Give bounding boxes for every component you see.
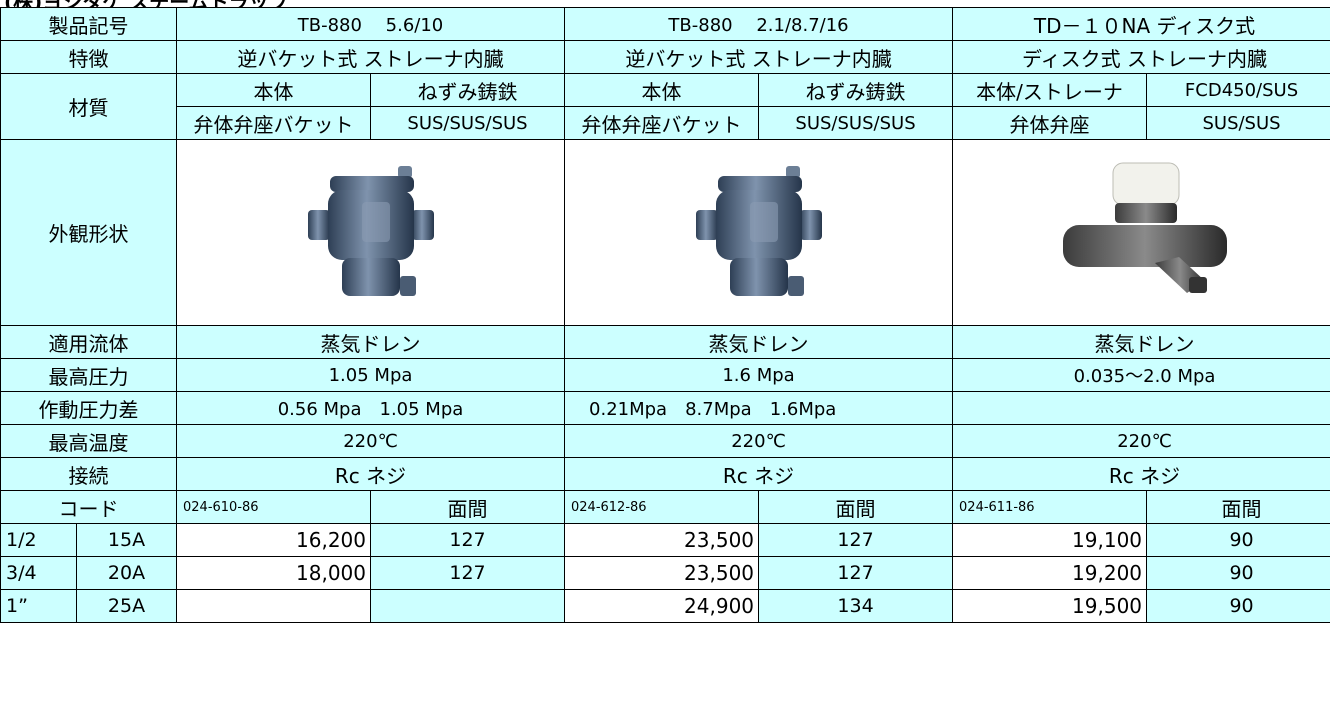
max-pressure-1: 1.05 Mpa (175, 358, 566, 392)
size-mm: 15A (76, 523, 177, 557)
row-model: 製品記号 TB-880 5.6/10 TB-880 2.1/8.7/16 TD－… (0, 7, 1330, 41)
label-appearance: 外観形状 (0, 139, 177, 326)
mat1-key-1: 本体 (176, 73, 371, 107)
label-fluid: 適用流体 (0, 325, 177, 359)
product-photo-cell-1 (175, 139, 566, 326)
row-code: コード 024-610-86 面間 024-612-86 面間 024-611-… (0, 490, 1330, 524)
price-cell: 18,000 (176, 556, 371, 590)
mat2-key-3: 弁体弁座 (952, 106, 1148, 140)
row-connection: 接続 Rc ネジ Rc ネジ Rc ネジ (0, 457, 1330, 491)
connection-1: Rc ネジ (175, 457, 566, 491)
max-pressure-3: 0.035～2.0 Mpa (952, 358, 1330, 392)
face-cell (369, 589, 566, 623)
face-cell: 127 (369, 523, 566, 557)
steam-trap-spec-table: 製品記号 TB-880 5.6/10 TB-880 2.1/8.7/16 TD－… (0, 7, 1330, 623)
face-header-3: 面間 (1146, 490, 1330, 524)
diff-pressure-1: 0.56 Mpa 1.05 Mpa (175, 391, 566, 425)
fluid-1: 蒸気ドレン (175, 325, 566, 359)
size-mm: 25A (76, 589, 177, 623)
max-temp-1: 220℃ (175, 424, 566, 458)
mat2-key-1: 弁体弁座バケット (176, 106, 371, 140)
mat2-val-2: SUS/SUS/SUS (758, 106, 954, 140)
price-cell: 19,500 (952, 589, 1148, 623)
price-cell (176, 589, 371, 623)
face-cell: 127 (369, 556, 566, 590)
label-max-temp: 最高温度 (0, 424, 177, 458)
size-inch: 3/4 (0, 556, 77, 590)
face-cell: 90 (1146, 589, 1330, 623)
row-material-2: 弁体弁座バケット SUS/SUS/SUS 弁体弁座バケット SUS/SUS/SU… (1, 106, 1330, 140)
size-inch: 1/2 (0, 523, 77, 557)
label-material: 材質 (0, 73, 177, 140)
size-inch: 1” (0, 589, 77, 623)
label-diff-pressure: 作動圧力差 (0, 391, 177, 425)
model-2: TB-880 2.1/8.7/16 (564, 7, 954, 41)
bucket-trap-photo (695, 165, 822, 296)
mat1-val-3: FCD450/SUS (1146, 73, 1330, 107)
price-cell: 19,200 (952, 556, 1148, 590)
price-cell: 24,900 (564, 589, 760, 623)
model-3: TD－１０NA ディスク式 (952, 7, 1330, 41)
price-cell: 23,500 (564, 556, 760, 590)
price-cell: 19,100 (952, 523, 1148, 557)
disc-trap-photo (1062, 162, 1227, 293)
face-cell: 127 (758, 556, 954, 590)
connection-3: Rc ネジ (952, 457, 1330, 491)
feature-3: ディスク式 ストレーナ内臓 (952, 40, 1330, 74)
face-cell: 127 (758, 523, 954, 557)
mat1-val-1: ねずみ鋳鉄 (369, 73, 566, 107)
max-temp-3: 220℃ (952, 424, 1330, 458)
label-connection: 接続 (0, 457, 177, 491)
diff-pressure-3 (952, 391, 1330, 425)
max-temp-2: 220℃ (564, 424, 954, 458)
label-feature: 特徴 (0, 40, 177, 74)
mat1-key-2: 本体 (564, 73, 760, 107)
table-row: 1” 25A 24,900 134 19,500 90 (0, 589, 1330, 623)
diff-pressure-2: 0.21Mpa 8.7Mpa 1.6Mpa (564, 391, 954, 425)
row-material-1: 材質 本体 ねずみ鋳鉄 本体 ねずみ鋳鉄 本体/ストレーナ FCD450/SUS (0, 73, 1330, 140)
mat2-val-1: SUS/SUS/SUS (369, 106, 566, 140)
row-feature: 特徴 逆バケット式 ストレーナ内臓 逆バケット式 ストレーナ内臓 ディスク式 ス… (0, 40, 1330, 74)
row-appearance: 外観形状 (0, 139, 1330, 326)
mat2-val-3: SUS/SUS (1146, 106, 1330, 140)
label-max-pressure: 最高圧力 (0, 358, 177, 392)
product-photo-cell-2 (564, 139, 954, 326)
face-header-2: 面間 (758, 490, 954, 524)
face-cell: 134 (758, 589, 954, 623)
face-header-1: 面間 (369, 490, 566, 524)
label-product: 製品記号 (0, 7, 177, 41)
mat1-val-2: ねずみ鋳鉄 (758, 73, 954, 107)
feature-2: 逆バケット式 ストレーナ内臓 (564, 40, 954, 74)
code-2: 024-612-86 (564, 490, 760, 524)
row-diff-pressure: 作動圧力差 0.56 Mpa 1.05 Mpa 0.21Mpa 8.7Mpa 1… (0, 391, 1330, 425)
fluid-3: 蒸気ドレン (952, 325, 1330, 359)
code-3: 024-611-86 (952, 490, 1148, 524)
size-mm: 20A (76, 556, 177, 590)
table-row: 3/4 20A 18,000 127 23,500 127 19,200 90 (0, 556, 1330, 590)
max-pressure-2: 1.6 Mpa (564, 358, 954, 392)
product-photo-cell-3 (952, 139, 1330, 326)
model-1: TB-880 5.6/10 (175, 7, 566, 41)
price-cell: 16,200 (176, 523, 371, 557)
row-max-temp: 最高温度 220℃ 220℃ 220℃ (0, 424, 1330, 458)
feature-1: 逆バケット式 ストレーナ内臓 (175, 40, 566, 74)
price-cell: 23,500 (564, 523, 760, 557)
label-code: コード (0, 490, 177, 524)
row-max-pressure: 最高圧力 1.05 Mpa 1.6 Mpa 0.035～2.0 Mpa (0, 358, 1330, 392)
connection-2: Rc ネジ (564, 457, 954, 491)
face-cell: 90 (1146, 556, 1330, 590)
row-fluid: 適用流体 蒸気ドレン 蒸気ドレン 蒸気ドレン (0, 325, 1330, 359)
bucket-trap-photo (307, 165, 434, 296)
mat1-key-3: 本体/ストレーナ (952, 73, 1148, 107)
face-cell: 90 (1146, 523, 1330, 557)
mat2-key-2: 弁体弁座バケット (564, 106, 760, 140)
code-1: 024-610-86 (176, 490, 371, 524)
table-row: 1/2 15A 16,200 127 23,500 127 19,100 90 (0, 523, 1330, 557)
fluid-2: 蒸気ドレン (564, 325, 954, 359)
